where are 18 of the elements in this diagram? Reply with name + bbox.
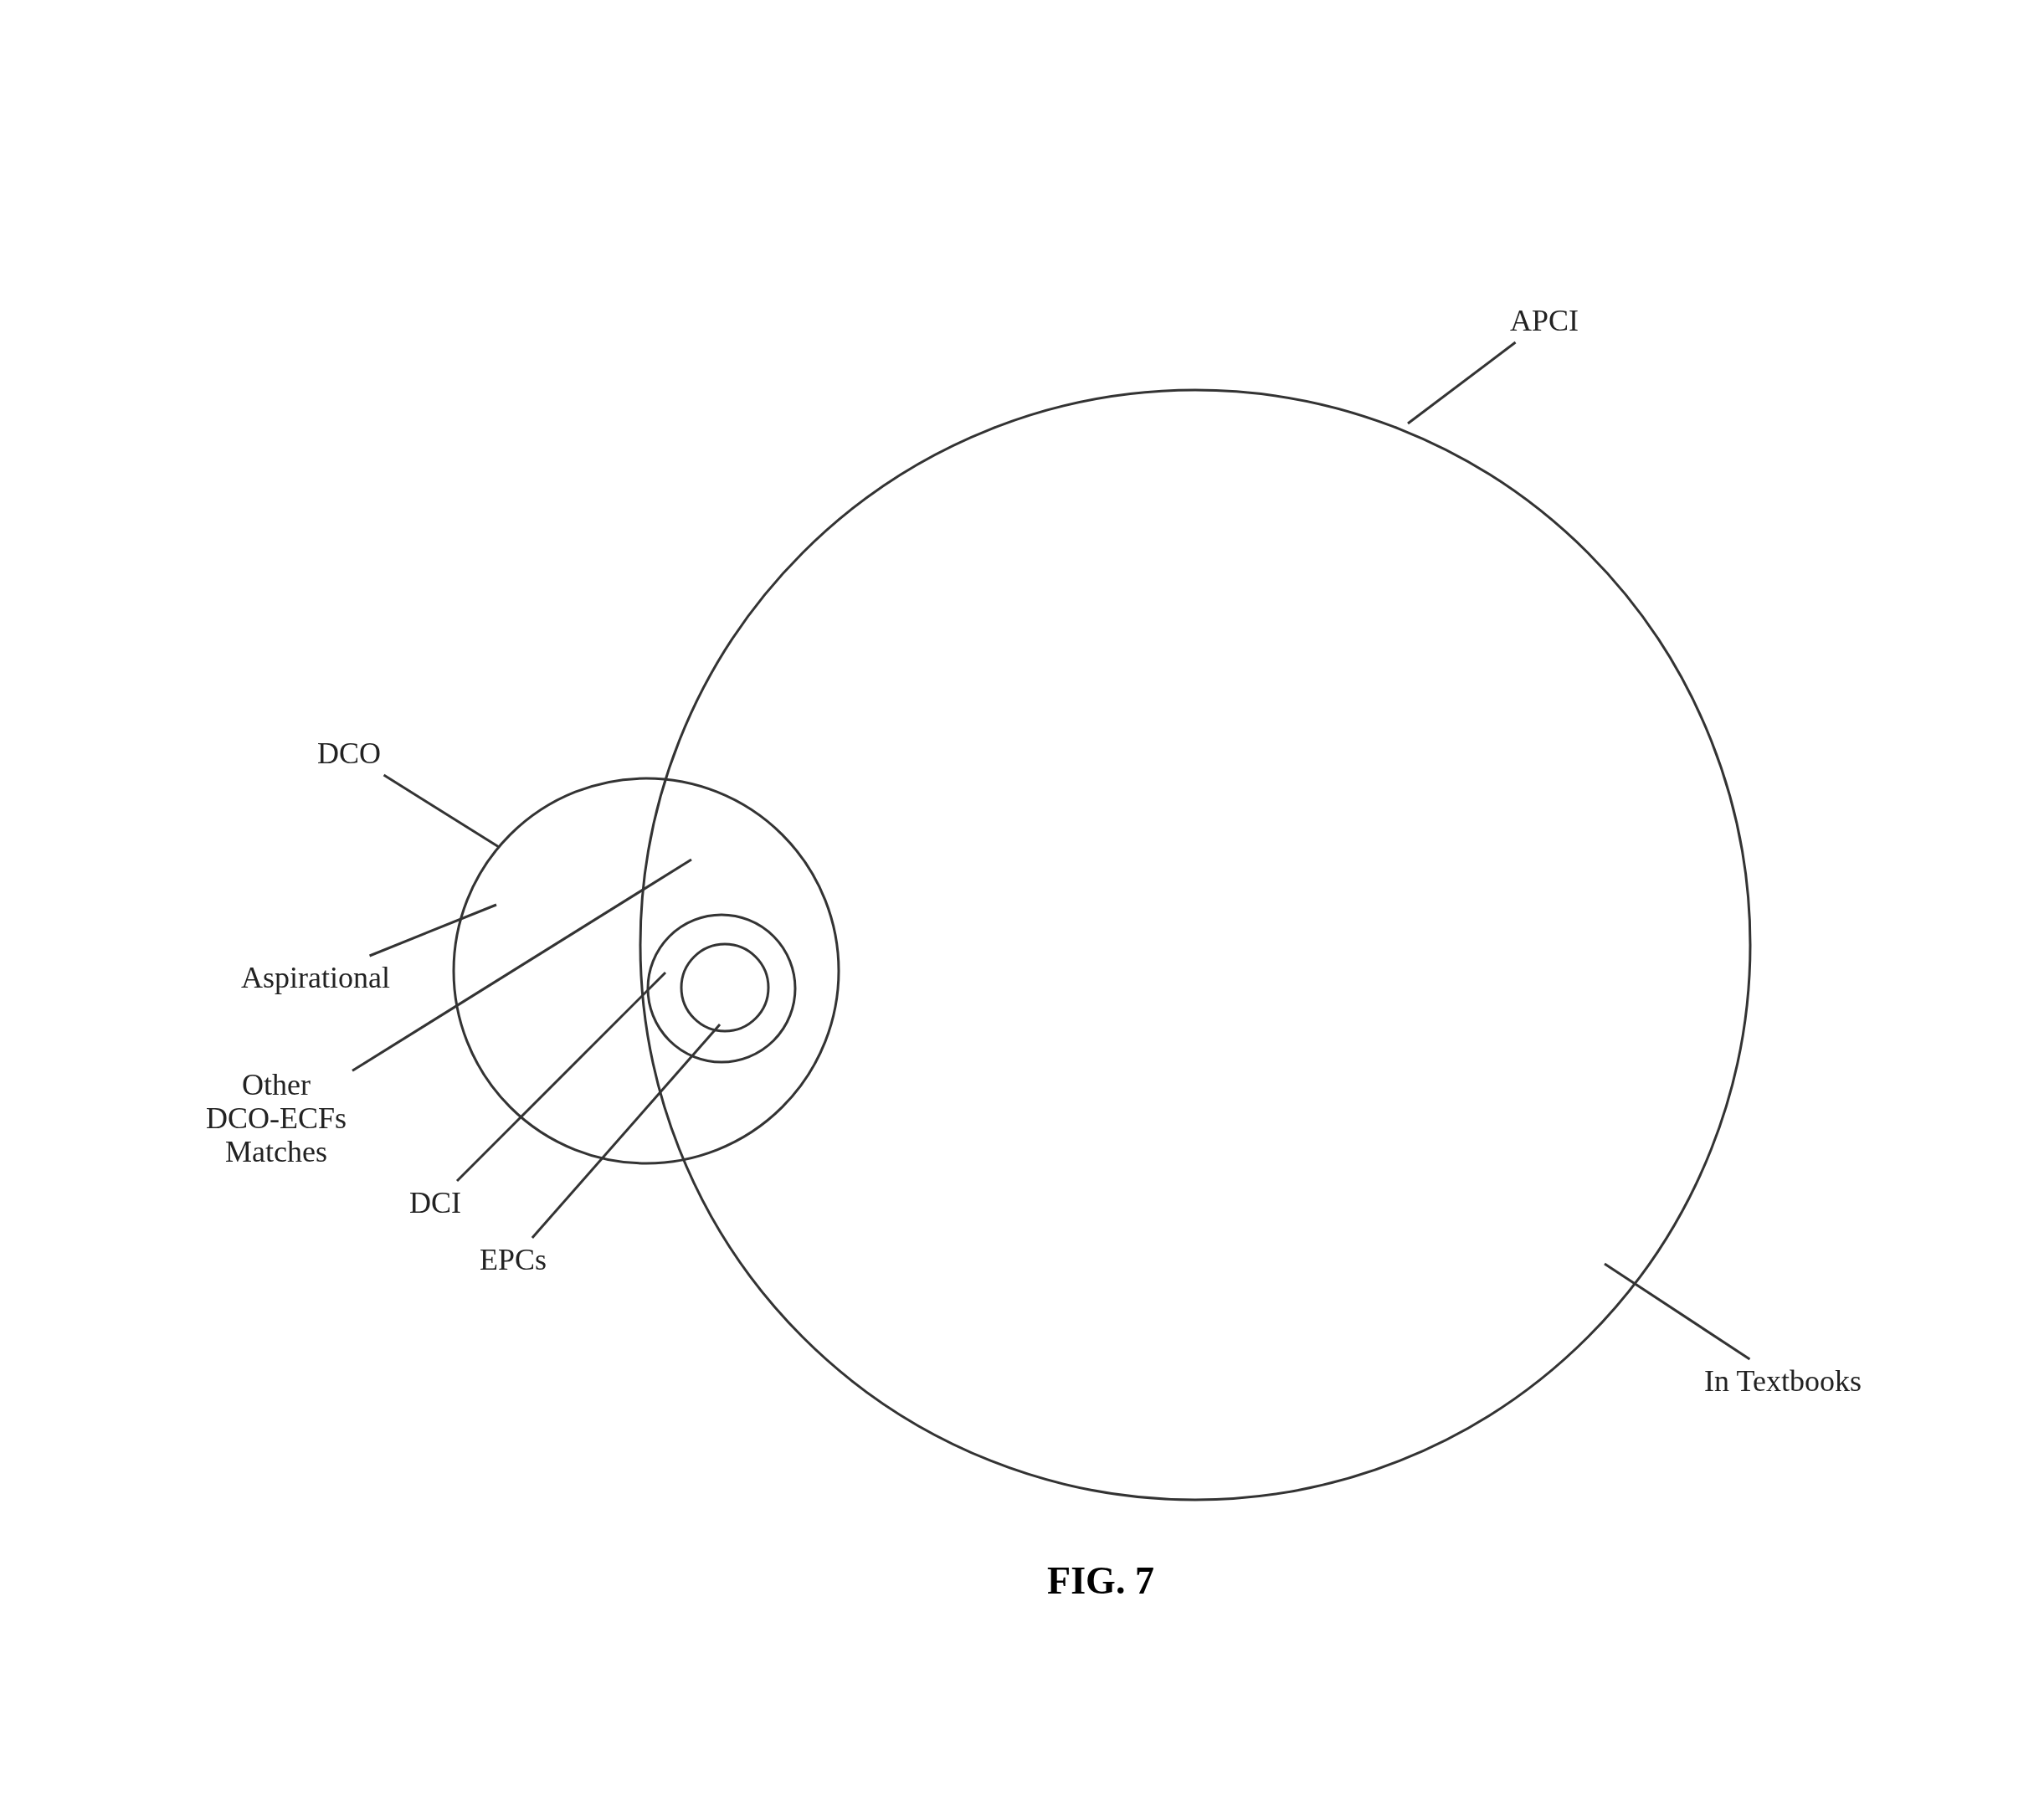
- callout-label: In Textbooks: [1674, 1364, 1892, 1398]
- callout-label: EPCs: [463, 1243, 563, 1276]
- callout-label: APCI: [1494, 304, 1595, 337]
- callout-label: DCO: [299, 737, 399, 770]
- leader-line: [1604, 1262, 1751, 1361]
- region-circle: [452, 777, 840, 1165]
- callout-label: Aspirational: [215, 961, 416, 994]
- figure-caption: FIG. 7: [1046, 1558, 1155, 1603]
- leader-line: [531, 1024, 722, 1239]
- region-circle: [680, 942, 770, 1033]
- leader-line: [352, 858, 692, 1072]
- leader-line: [369, 903, 497, 957]
- leader-line: [455, 971, 667, 1183]
- callout-label: Other DCO-ECFs Matches: [205, 1068, 347, 1168]
- leader-line: [383, 773, 500, 849]
- region-circle: [646, 913, 797, 1064]
- leader-line: [1407, 341, 1517, 425]
- callout-label: DCI: [398, 1186, 473, 1219]
